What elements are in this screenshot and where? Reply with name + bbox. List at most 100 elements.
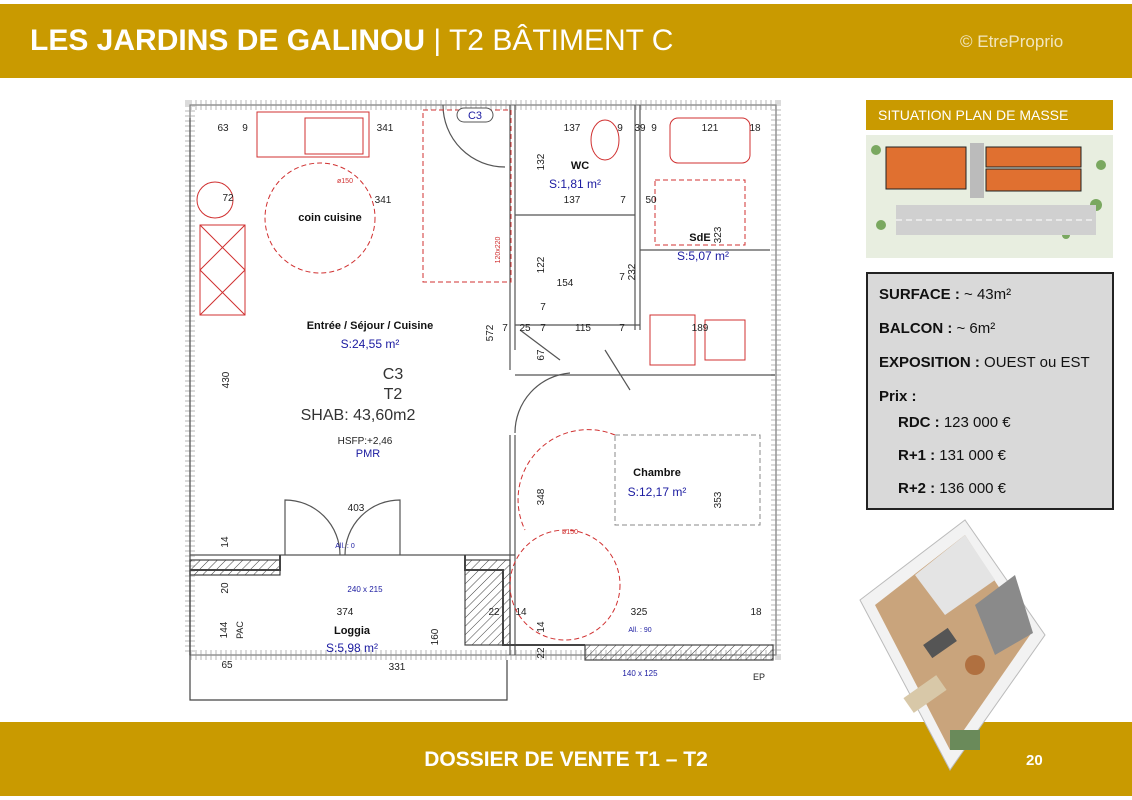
label-bathroom: SdE [689,232,710,244]
price-level: RDC : [898,414,940,431]
dim-label: 341 [375,195,392,206]
door-clearance-label: 120x220 [495,236,502,263]
title-separator: | [433,24,442,57]
dim-label: 115 [575,323,591,334]
dim-label: 39 [634,123,646,134]
price-row: RDC : 123 000 € [879,414,1112,447]
price-value: 136 000 € [939,480,1007,497]
dim-label: 232 [627,263,638,280]
unit-hsfp: HSFP:+2,46 [338,436,393,447]
dim-label: 7 [620,195,626,206]
dim-label: 137 [564,123,581,134]
price-label: Prix : [879,388,917,405]
surface-label: SURFACE : [879,286,960,303]
exposition-row: EXPOSITION : OUEST ou EST [879,354,1112,388]
walls [185,100,781,701]
fixtures [196,109,761,641]
dim-label: 7 [502,323,508,334]
unit-pmr: PMR [356,448,381,460]
label-living: Entrée / Séjour / Cuisine [307,320,434,332]
dim-label: 7 [619,272,625,283]
dim-label: 122 [536,256,547,273]
dim-label: 65 [221,660,233,671]
pac-label: PAC [235,621,245,639]
dim-label: 430 [221,371,232,388]
site-plan-heading: SITUATION PLAN DE MASSE [866,100,1113,130]
dim-label: 403 [348,503,365,514]
surface-row: SURFACE : ~ 43m² [879,286,1112,320]
balcon-value: ~ 6m² [956,320,996,337]
unit-tag: C3 [468,110,482,122]
header-band: LES JARDINS DE GALINOU | T2 BÂTIMENT C ©… [0,4,1132,78]
dim-label: 325 [631,607,648,618]
exposition-label: EXPOSITION : [879,354,980,371]
page-title: LES JARDINS DE GALINOU | T2 BÂTIMENT C [30,24,673,58]
dim-label: 137 [564,195,581,206]
3d-render-image [859,519,1046,771]
dim-label: 353 [713,491,724,508]
price-value: 123 000 € [943,414,1011,431]
area-loggia: S:5,98 m² [326,641,378,655]
area-bedroom: S:12,17 m² [628,485,687,499]
dim-label: 331 [389,662,406,673]
opening-size: 240 x 215 [347,585,383,594]
project-name: LES JARDINS DE GALINOU [30,24,426,57]
dim-label: 25 [519,323,531,334]
dim-label: 144 [219,621,230,638]
turning-circle-label: ø150 [562,529,578,536]
dim-label: 9 [242,123,248,134]
area-wc: S:1,81 m² [549,177,601,191]
dim-label: 14 [515,607,527,618]
opening-size: 140 x 125 [622,669,658,678]
dimensions: 63 9 341 137 9 39 9 121 18 341 72 137 7 … [217,123,762,673]
label-loggia: Loggia [334,625,371,637]
surface-value: ~ 43m² [964,286,1012,303]
balcon-row: BALCON : ~ 6m² [879,320,1112,354]
price-row: R+1 : 131 000 € [879,447,1112,480]
price-heading: Prix : [879,388,1112,414]
price-row: R+2 : 136 000 € [879,480,1112,513]
footer-title: DOSSIER DE VENTE T1 – T2 [424,748,708,771]
page-number: 20 [1026,752,1043,769]
dim-label: 14 [536,621,547,633]
area-living: S:24,55 m² [341,337,400,351]
unit-tag-frame [456,107,494,123]
unit-title: T2 BÂTIMENT C [448,24,674,57]
price-level: R+2 : [898,480,936,497]
exposition-value: OUEST ou EST [984,354,1090,371]
price-level: R+1 : [898,447,936,464]
dim-label: 323 [713,226,724,243]
label-kitchen-corner: coin cuisine [298,212,362,224]
site-plan-image [866,135,1113,258]
dim-label: 121 [702,123,719,134]
unit-type: T2 [384,386,403,403]
dim-label: 72 [222,193,234,204]
dim-label: 67 [536,349,547,361]
dim-label: 20 [220,582,231,594]
dim-label: 7 [540,323,546,334]
dim-label: 22 [488,607,500,618]
dim-label: 9 [651,123,657,134]
dim-label: 132 [536,153,547,170]
dim-label: 154 [557,278,574,289]
room-labels: coin cuisine Entrée / Séjour / Cuisine S… [235,107,765,682]
price-value: 131 000 € [939,447,1007,464]
ep-label: EP [753,672,765,682]
dim-label: 14 [220,536,231,548]
dim-label: 50 [645,195,657,206]
label-wc: WC [571,160,589,172]
watermark: © EtreProprio [960,32,1064,51]
dim-label: 160 [430,628,441,645]
opening-allege: All. : 0 [335,543,355,550]
dim-label: 348 [536,488,547,505]
dim-label: 341 [377,123,394,134]
info-box: SURFACE : ~ 43m² BALCON : ~ 6m² EXPOSITI… [866,272,1114,510]
turning-circle-label: ø150 [337,178,353,185]
unit-code: C3 [383,366,404,383]
dim-label: 63 [217,123,229,134]
dim-label: 18 [750,607,762,618]
dim-label: 572 [485,324,496,341]
dim-label: 7 [619,323,625,334]
dim-label: 9 [617,123,623,134]
